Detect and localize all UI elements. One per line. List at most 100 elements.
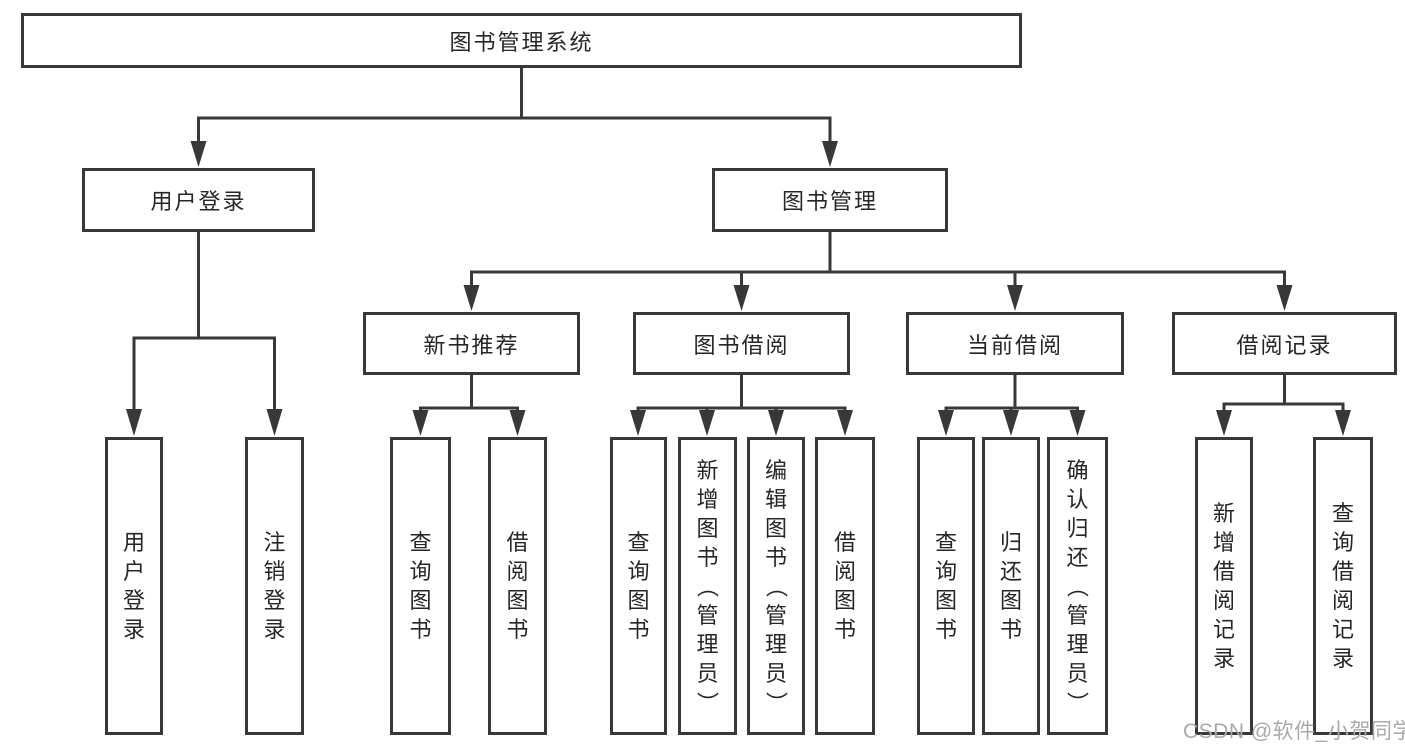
arrowhead-icon [1276, 285, 1293, 311]
connector-book-mgmt-children [463, 232, 1293, 311]
arrowhead-icon [822, 141, 838, 167]
leaf-borrow-books-recommend: 借阅图书 [488, 437, 547, 735]
vertical-char: 图 [696, 515, 719, 541]
leaf-add-book-admin: 新增图书（管理员） [678, 437, 737, 735]
vertical-char: 辑 [764, 486, 787, 512]
leaf-query-books-recommend-label: 查询图书 [393, 440, 448, 732]
vertical-char: 借 [506, 530, 529, 555]
vertical-char: 还 [999, 559, 1022, 584]
vertical-char: 录 [1331, 646, 1354, 671]
node-book-borrow: 图书借阅 [633, 312, 850, 375]
vertical-char: 管 [696, 602, 719, 628]
vertical-char: 注 [263, 530, 286, 555]
leaf-borrow-books: 借阅图书 [815, 437, 875, 735]
vertical-char: 归 [1066, 515, 1089, 541]
vertical-char: 查 [1331, 501, 1354, 526]
vertical-char: 借 [1212, 559, 1235, 584]
leaf-edit-book-admin-label: 编辑图书（管理员） [750, 440, 802, 732]
arrowhead-icon [463, 285, 480, 311]
leaf-edit-book-admin: 编辑图书（管理员） [747, 437, 805, 735]
vertical-char: 借 [1331, 559, 1354, 584]
vertical-char: 管 [764, 602, 787, 628]
vertical-char: 书 [934, 617, 957, 642]
vertical-char: 编 [764, 457, 787, 483]
vertical-char: 图 [627, 588, 650, 613]
vertical-char: 书 [764, 544, 787, 570]
vertical-char: ） [1064, 690, 1090, 714]
vertical-char: 录 [263, 617, 286, 642]
vertical-char: 登 [263, 588, 286, 613]
node-current-borrow-label: 当前借阅 [966, 332, 1063, 358]
node-user-login-label: 用户登录 [150, 189, 247, 214]
leaf-confirm-return-admin-label: 确认归还（管理员） [1050, 440, 1105, 732]
watermark: CSDN @软件_小贺同学 [1183, 720, 1405, 743]
connector-borrow-record-children [1216, 375, 1351, 436]
leaf-return-book: 归还图书 [982, 437, 1040, 735]
vertical-char: 记 [1212, 617, 1235, 642]
connector-book-borrow-children [630, 375, 853, 436]
node-book-borrow-label: 图书借阅 [693, 332, 790, 358]
arrowhead-icon [1069, 410, 1086, 436]
vertical-char: 理 [764, 631, 787, 657]
vertical-char: 员 [696, 660, 719, 686]
vertical-char: 员 [1066, 660, 1089, 686]
vertical-char: 增 [696, 486, 719, 512]
arrowhead-icon [126, 409, 142, 436]
vertical-char: 登 [122, 588, 145, 613]
vertical-char: 书 [409, 617, 432, 642]
connector-current-borrow-children [938, 375, 1086, 436]
vertical-char: 录 [1212, 646, 1235, 671]
node-borrow-records-label: 借阅记录 [1236, 332, 1333, 358]
vertical-char: （ [1064, 574, 1090, 598]
leaf-query-books-recommend: 查询图书 [390, 437, 451, 735]
vertical-char: 员 [764, 660, 787, 686]
arrowhead-icon [837, 410, 853, 436]
leaf-logout-label: 注销登录 [248, 440, 301, 732]
leaf-borrow-books-label: 借阅图书 [818, 440, 872, 732]
leaf-user-login: 用户登录 [105, 437, 163, 735]
connector-user-login-children [126, 232, 283, 436]
arrowhead-icon [412, 410, 429, 436]
arrowhead-icon [190, 141, 207, 167]
vertical-char: 还 [1066, 544, 1089, 570]
vertical-char: 户 [122, 559, 145, 584]
leaf-confirm-return-admin: 确认归还（管理员） [1047, 437, 1108, 735]
leaf-add-book-admin-label: 新增图书（管理员） [681, 440, 734, 732]
arrowhead-icon [1007, 285, 1023, 311]
leaf-query-books-borrow-label: 查询图书 [613, 440, 664, 732]
vertical-char: 阅 [1331, 588, 1354, 613]
node-root: 图书管理系统 [21, 13, 1022, 68]
leaf-borrow-books-recommend-label: 借阅图书 [491, 440, 544, 732]
vertical-char: 新 [696, 457, 719, 483]
node-book-management: 图书管理 [712, 168, 948, 232]
leaf-add-borrow-record: 新增借阅记录 [1195, 437, 1253, 735]
vertical-char: 图 [764, 515, 787, 541]
vertical-char: 询 [627, 559, 650, 584]
vertical-char: 图 [506, 588, 529, 613]
leaf-add-borrow-record-label: 新增借阅记录 [1198, 440, 1250, 732]
leaf-query-books-current: 查询图书 [917, 437, 975, 735]
vertical-char: （ [694, 574, 720, 598]
leaf-user-login-label: 用户登录 [108, 440, 160, 732]
node-user-login: 用户登录 [82, 168, 315, 232]
vertical-char: 确 [1066, 457, 1089, 483]
vertical-char: ） [694, 690, 720, 714]
vertical-char: 询 [934, 559, 957, 584]
vertical-char: 书 [696, 544, 719, 570]
node-current-borrow: 当前借阅 [906, 312, 1124, 375]
vertical-char: 图 [409, 588, 432, 613]
arrowhead-icon [266, 409, 283, 436]
vertical-char: 新 [1212, 501, 1235, 526]
vertical-char: 阅 [506, 559, 529, 584]
arrowhead-icon [630, 410, 646, 436]
vertical-char: 录 [122, 617, 145, 642]
connector-root-to-level2 [190, 68, 838, 167]
vertical-char: 图 [999, 588, 1022, 613]
node-borrow-records: 借阅记录 [1172, 312, 1397, 375]
node-book-management-label: 图书管理 [781, 189, 878, 214]
vertical-char: 销 [263, 559, 286, 584]
vertical-char: 询 [409, 559, 432, 584]
vertical-char: 图 [934, 588, 957, 613]
